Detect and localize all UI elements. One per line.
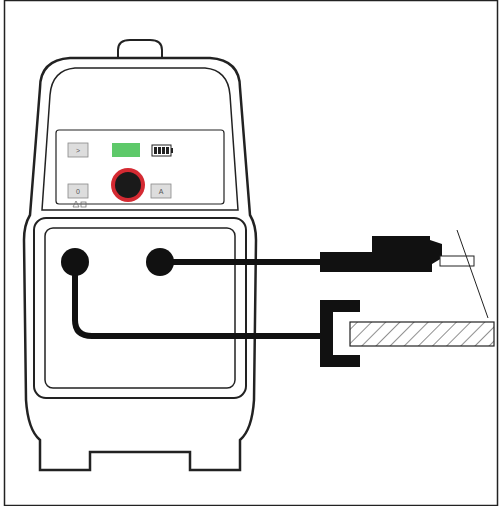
workpiece [350, 322, 494, 346]
socket-bay [34, 218, 246, 398]
ground-cable [75, 262, 322, 336]
button-label: A [159, 188, 164, 195]
control-panel [56, 130, 224, 204]
button [151, 184, 171, 198]
warning-icon [73, 201, 86, 207]
socket [146, 248, 174, 276]
knob-ring [111, 168, 145, 202]
battery-icon [152, 145, 173, 156]
display [112, 143, 140, 157]
button-label: 0 [76, 188, 80, 195]
button-label: > [76, 147, 80, 154]
leader-line [457, 230, 488, 318]
top-panel [42, 68, 238, 210]
ground-clamp [320, 300, 360, 367]
electrode-holder [320, 236, 442, 272]
electrode-cable [160, 259, 322, 265]
socket [61, 248, 89, 276]
button [68, 143, 88, 157]
knob [115, 172, 141, 198]
button [68, 184, 88, 198]
frame [5, 1, 498, 506]
